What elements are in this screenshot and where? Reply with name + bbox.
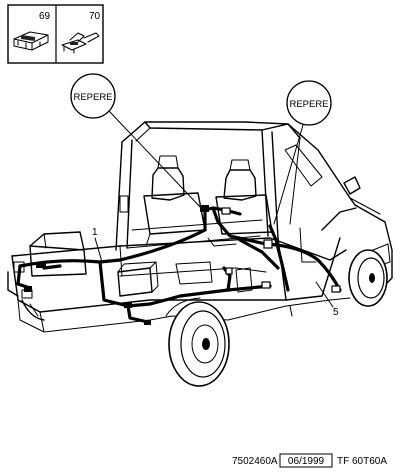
rear-left-wheel-partial — [21, 299, 45, 321]
leader-label-5: 5 — [315, 281, 339, 318]
leader-label-1: 1 — [92, 227, 103, 263]
wiring-harness — [16, 205, 342, 325]
footer-model-code: TF 60T60A — [337, 456, 387, 467]
repere-left-label: REPERE — [73, 92, 112, 103]
seat-left — [143, 155, 206, 247]
connector-clip-icon — [61, 32, 100, 54]
repere-right-label: REPERE — [289, 99, 328, 110]
footer-reference: 7502460A 06/1999 TF 60T60A — [232, 453, 387, 468]
footer-ref-code: 7502460A — [232, 456, 278, 467]
front-wheel — [348, 249, 388, 307]
rear-wheel — [165, 297, 230, 387]
label-5-text: 5 — [333, 307, 339, 318]
connector-block-icon — [13, 31, 49, 51]
chassis-floor — [7, 231, 351, 333]
label-1-text: 1 — [92, 227, 98, 238]
parts-inset-panel: 69 70 — [7, 4, 104, 64]
inset-number-69: 69 — [39, 11, 51, 22]
inset-number-70: 70 — [89, 11, 101, 22]
repere-callout-right: REPERE — [273, 80, 332, 225]
repere-callout-left: REPERE — [70, 73, 204, 211]
footer-date: 06/1999 — [288, 456, 325, 467]
